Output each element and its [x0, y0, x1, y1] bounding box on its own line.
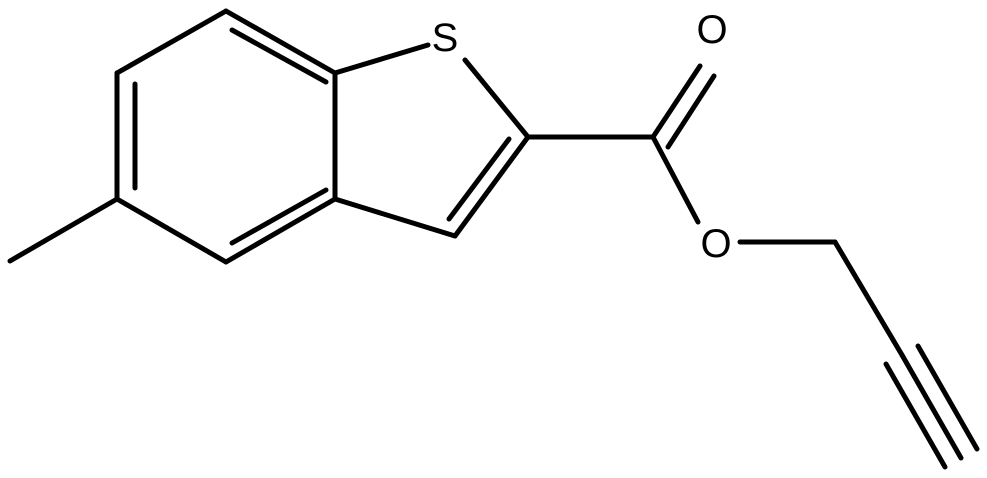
ester-oxygen-label: O [700, 222, 731, 266]
thiophene-bond-c3-c3a [332, 196, 458, 239]
thiophene-bond-c7a-s [332, 42, 431, 76]
ring-bond-c7-c6 [114, 8, 229, 76]
ring-bond-c4-c3a-inner [229, 187, 329, 246]
alkyne-bond-center [899, 352, 964, 461]
thiophene-bond-c2-c3 [452, 134, 531, 239]
ring-bond-c7a-c7-inner [229, 27, 329, 85]
propargyl-bond-ch2-c [832, 239, 905, 358]
thiophene-bond-c2-c3-inner [446, 136, 512, 222]
sulfur-atom-label: S [432, 16, 459, 60]
thiophene-bond-s-c2 [462, 57, 531, 140]
carbonyl-double-bond-b [665, 73, 717, 150]
alkyne-bond-right [915, 343, 980, 452]
carbonyl-double-bond-a [650, 63, 703, 140]
ring-bond-c5-c4 [114, 196, 229, 265]
ring-bond-c7a-c7 [223, 8, 338, 76]
alkyne-bond-left [883, 361, 948, 470]
atom-labels: S O O [432, 8, 732, 266]
methyl-bond [7, 196, 120, 264]
ring-bond-c4-c3a [223, 196, 338, 265]
bonds [7, 8, 980, 470]
ester-bond-carbonyl-oxygen [650, 134, 701, 225]
carbonyl-oxygen-label: O [696, 8, 727, 52]
